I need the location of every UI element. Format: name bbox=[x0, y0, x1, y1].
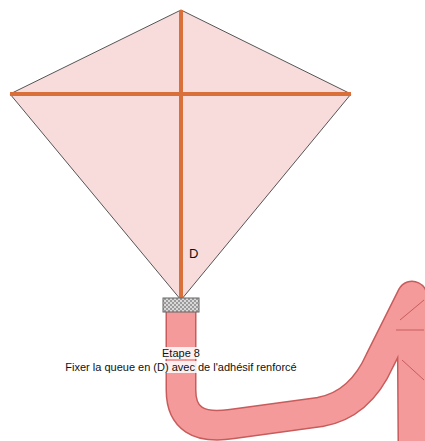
step-number: Etape 8 bbox=[160, 347, 202, 359]
vertical-spar bbox=[179, 10, 183, 300]
horizontal-spar bbox=[10, 92, 351, 96]
kite-sail bbox=[10, 10, 351, 300]
reinforced-tape bbox=[163, 298, 199, 312]
tail-fold bbox=[396, 300, 424, 380]
point-label: D bbox=[189, 246, 198, 261]
step-instruction: Fixer la queue en (D) avec de l'adhésif … bbox=[63, 361, 298, 373]
